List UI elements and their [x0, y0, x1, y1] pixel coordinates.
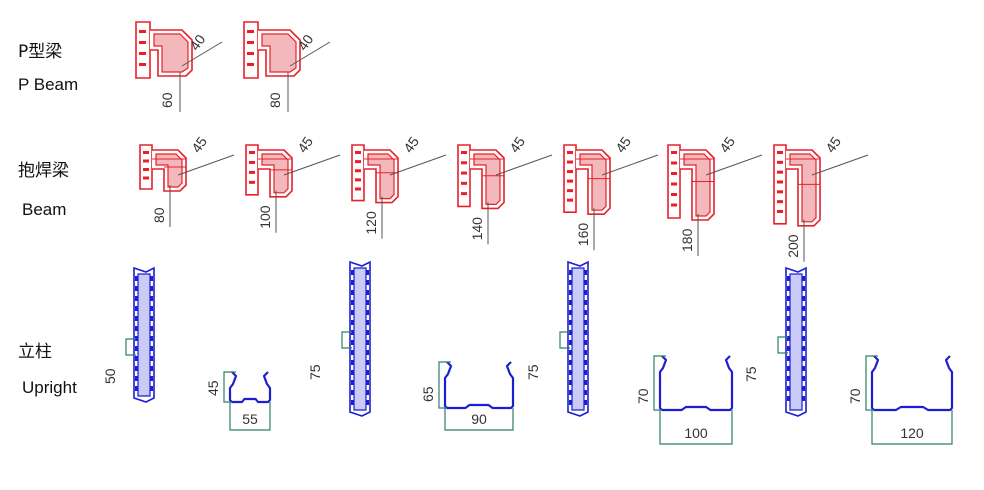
beam-height-label: 180 [679, 228, 695, 252]
p-beam-label-en: P Beam [18, 75, 78, 94]
upright: 75 70 100 [525, 260, 734, 445]
upright-depth-label: 70 [635, 388, 651, 404]
upright-width-label: 120 [900, 425, 924, 441]
beam-width-label: 45 [400, 133, 422, 155]
beam-width-label: 45 [612, 133, 634, 155]
upright-group: 50 45 55 75 65 90 75 70 100 75 70 120 [102, 260, 954, 445]
p-beam-height-label: 60 [159, 92, 175, 108]
upright: 75 70 120 [743, 266, 954, 445]
upright-depth-label: 65 [420, 386, 436, 402]
upright-profile: 45 55 [205, 371, 272, 431]
beam-width-label: 45 [188, 133, 210, 155]
upright: 50 45 55 [102, 266, 272, 431]
beam-height-label: 120 [363, 211, 379, 235]
welded-beam: 45 160 [563, 133, 659, 251]
p-beam-label-cn: P型梁 [18, 42, 62, 62]
beam-label-en: Beam [22, 200, 66, 219]
welded-beam: 45 180 [667, 133, 763, 256]
welded-beam: 45 120 [351, 133, 447, 239]
welded-beam: 45 200 [773, 133, 869, 262]
upright-depth-label: 70 [847, 388, 863, 404]
upright-profile: 70 100 [635, 355, 734, 445]
beam-height-label: 80 [151, 207, 167, 223]
upright-profile: 70 120 [847, 355, 954, 445]
beam-height-label: 200 [785, 234, 801, 258]
welded-beam: 45 140 [457, 133, 553, 245]
upright-depth-label: 45 [205, 380, 221, 396]
welded-beam: 45 100 [245, 133, 341, 233]
beam-height-label: 140 [469, 217, 485, 241]
beam-width-label: 45 [822, 133, 844, 155]
upright-side-label: 75 [307, 364, 323, 380]
welded-beam: 45 80 [139, 133, 235, 227]
beam-label-cn: 抱焊梁 [18, 161, 69, 181]
upright-label-cn: 立柱 [18, 342, 52, 362]
upright-side-label: 75 [743, 366, 759, 382]
beam-height-label: 100 [257, 205, 273, 229]
beam-group: 45 80 45 100 45 120 45 140 45 160 45 180 45 200 [139, 133, 869, 262]
upright-label-en: Upright [22, 378, 77, 397]
upright: 75 65 90 [307, 260, 515, 431]
beam-width-label: 45 [716, 133, 738, 155]
upright-side-label: 75 [525, 364, 541, 380]
beam-width-label: 45 [506, 133, 528, 155]
upright-width-label: 90 [471, 411, 487, 427]
p-beam-height-label: 80 [267, 92, 283, 108]
upright-profile: 65 90 [420, 361, 515, 431]
beam-width-label: 45 [294, 133, 316, 155]
upright-side-label: 50 [102, 368, 118, 384]
upright-width-label: 55 [242, 411, 258, 427]
beam-height-label: 160 [575, 223, 591, 247]
upright-width-label: 100 [684, 425, 708, 441]
